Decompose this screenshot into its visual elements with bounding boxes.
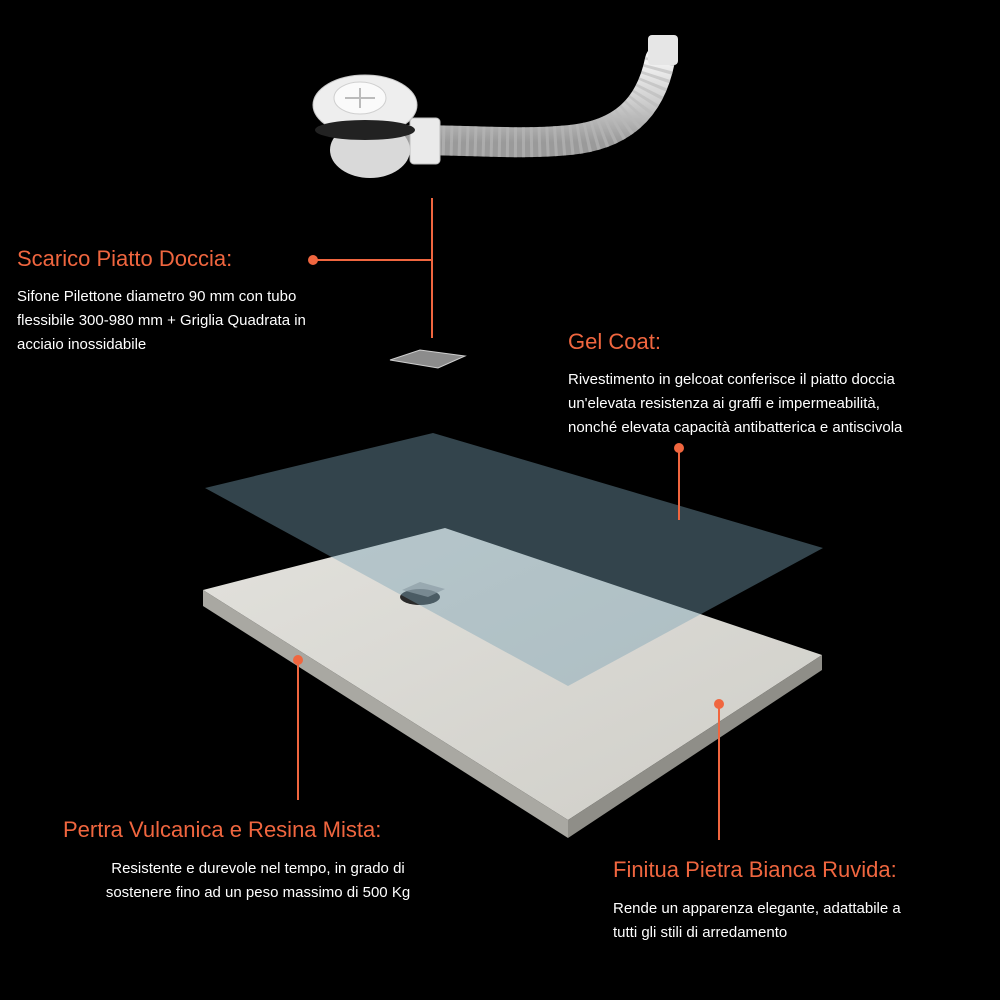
siphon-drain [312,35,678,178]
finish-desc-line: tutti gli stili di arredamento [613,924,788,941]
finish-description: Rende un apparenza elegante, adattabile … [613,897,901,945]
gelcoat-desc-line: nonché elevata capacità antibatterica e … [568,419,903,436]
drain-desc-line: acciaio inossidabile [17,336,147,353]
gelcoat-desc-line: un'elevata resistenza ai graffi e imperm… [568,395,880,412]
finish-title: Finitua Pietra Bianca Ruvida: [613,857,897,882]
drain-description: Sifone Pilettone diametro 90 mm con tubo… [17,285,306,357]
finish-desc-line: Rende un apparenza elegante, adattabile … [613,900,901,917]
stone-desc-line: sostenere fino ad un peso massimo di 500… [105,884,411,901]
stone-slab [203,528,822,838]
drain-desc-line: flessibile 300-980 mm + Griglia Quadrata… [17,312,306,329]
stone-description: Resistente e durevole nel tempo, in grad… [63,857,453,905]
drain-title: Scarico Piatto Doccia: [17,246,233,271]
gelcoat-description: Rivestimento in gelcoat conferisce il pi… [568,368,902,440]
gelcoat-title: Gel Coat: [568,329,661,354]
drain-grate [389,349,467,369]
callout-lines [293,198,724,840]
stone-title: Pertra Vulcanica e Resina Mista: [63,817,382,842]
gelcoat-desc-line: Rivestimento in gelcoat conferisce il pi… [568,371,895,388]
stone-desc-line: Resistente e durevole nel tempo, in grad… [111,860,405,877]
drain-desc-line: Sifone Pilettone diametro 90 mm con tubo [17,288,297,305]
gelcoat-layer [205,433,823,686]
